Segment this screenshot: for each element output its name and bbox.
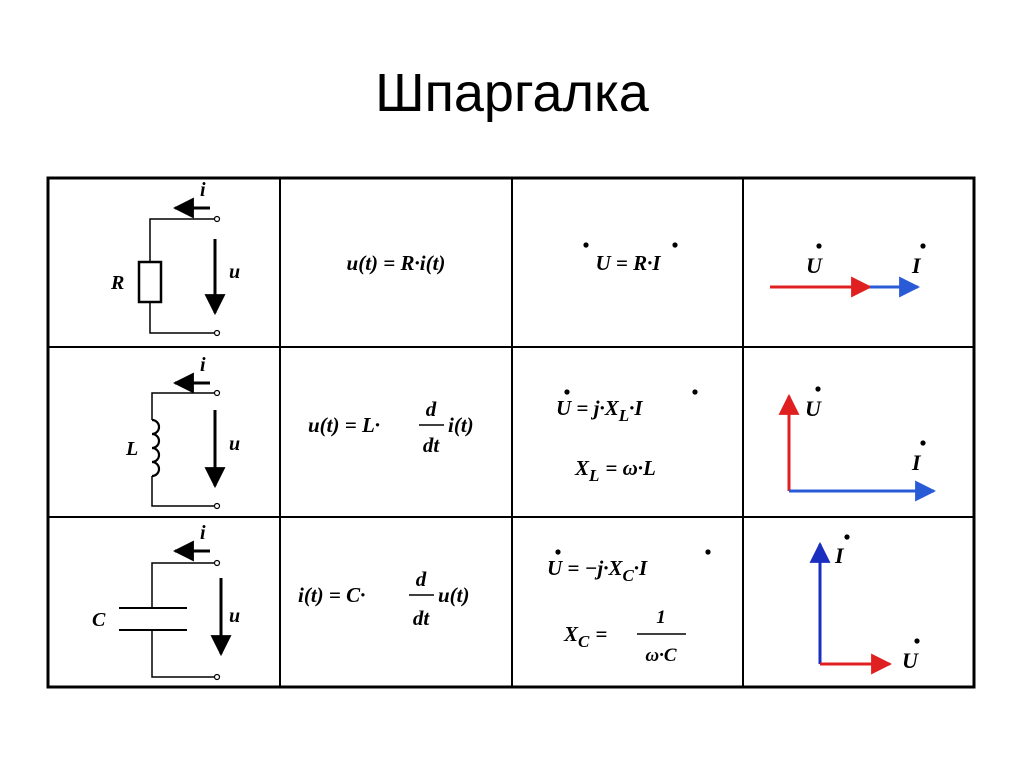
- time-domain-equation: u(t) = R·i(t): [347, 251, 446, 275]
- terminal-top: [213, 215, 221, 223]
- inductor-circuit: [151, 372, 226, 510]
- inductor-coil-symbol: [151, 418, 161, 478]
- current-label: i: [200, 354, 206, 376]
- svg-text:u(t) = L·: u(t) = L·: [308, 413, 380, 437]
- fraction-denominator: dt: [423, 433, 441, 457]
- reactance-equation: XC= 1 ω·C: [563, 607, 686, 666]
- voltage-label: u: [229, 261, 240, 283]
- terminal-bottom: [213, 329, 221, 337]
- phasor-diagram-inductor: U I: [778, 386, 937, 502]
- phasor-equation: U = R·I: [595, 251, 661, 275]
- resistor-symbol: [137, 260, 163, 304]
- voltage-label: u: [229, 605, 240, 627]
- phasor-diagram-resistor: U I: [770, 243, 926, 298]
- time-domain-equation: i(t) = C· d dt u(t): [298, 567, 470, 630]
- reactance-equation: XL= ω·L: [574, 456, 656, 485]
- row-capacitor: i u C i(t) = C· d dt u(t) U = −j·XC·I XC…: [92, 522, 920, 681]
- vector-u-label: U: [805, 396, 822, 421]
- svg-text:i(t): i(t): [448, 413, 474, 437]
- component-label: L: [125, 438, 138, 460]
- component-label: C: [92, 609, 106, 631]
- phasor-equation: U = −j·XC·I XC= 1 ω·C: [547, 549, 711, 666]
- fraction-numerator: d: [416, 567, 427, 591]
- svg-text:XC=: XC=: [563, 622, 607, 651]
- fraction-denominator: ω·C: [645, 645, 676, 666]
- resistor-circuit: [137, 197, 226, 337]
- vector-u-dot: [816, 243, 822, 249]
- current-label: i: [200, 522, 206, 544]
- component-label: R: [110, 272, 124, 294]
- row-resistor: i u R u(t) = R·i(t) U = R·I U I: [110, 179, 926, 337]
- vector-u-label: U: [902, 648, 919, 673]
- phasor-diagram-capacitor: I U: [809, 534, 920, 675]
- svg-text:U = j·XL·I: U = j·XL·I: [556, 396, 643, 425]
- current-label: i: [200, 179, 206, 201]
- table-grid: [46, 176, 976, 689]
- fraction-denominator: dt: [413, 606, 431, 630]
- time-domain-equation: u(t) = L· d dt i(t): [308, 397, 474, 457]
- vector-i-label: I: [834, 543, 845, 568]
- page-title: Шпаргалка: [375, 63, 649, 123]
- capacitor-circuit: [119, 540, 232, 681]
- svg-text:i(t) = C·: i(t) = C·: [298, 583, 365, 607]
- voltage-label: u: [229, 433, 240, 455]
- vector-u-label: U: [806, 253, 823, 278]
- fraction-numerator: d: [426, 397, 437, 421]
- row-inductor: i u L u(t) = L· d dt i(t) U = j·XL·I XL=…: [125, 354, 937, 510]
- svg-text:u(t): u(t): [438, 583, 470, 607]
- svg-text:U = −j·XC·I: U = −j·XC·I: [547, 556, 648, 585]
- phasor-dot-i: [672, 242, 678, 248]
- vector-i-dot: [920, 243, 926, 249]
- phasor-equation: U = j·XL·I XL= ω·L: [556, 389, 698, 485]
- vector-i-label: I: [911, 450, 922, 475]
- fraction-numerator: 1: [656, 607, 666, 628]
- vector-i-label: I: [911, 253, 922, 278]
- phasor-dot-u: [583, 242, 589, 248]
